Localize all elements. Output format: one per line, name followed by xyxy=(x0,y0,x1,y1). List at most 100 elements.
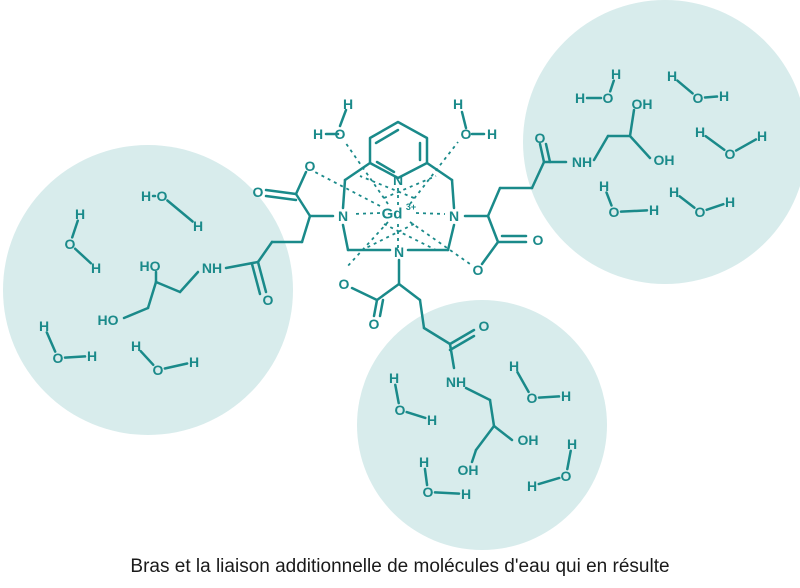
water-hydrogen-label: H xyxy=(649,202,659,218)
carboxylate-o-bottom-2: O xyxy=(369,316,380,332)
water-hydrogen-label: H xyxy=(509,358,519,374)
water-oxygen-label: O xyxy=(423,484,434,500)
water-oxygen-label: O xyxy=(695,204,706,220)
water-hydrogen-label: H xyxy=(669,184,679,200)
water-bond xyxy=(405,410,427,420)
amide-nh-left: NH xyxy=(202,260,222,276)
water-hydrogen-label: H xyxy=(87,348,97,364)
water-hydrogen-label: H xyxy=(91,260,101,276)
amide-nh-bottom: NH xyxy=(446,374,466,390)
nitrogen-label-left: N xyxy=(338,208,348,224)
water-bond xyxy=(676,79,694,95)
water-bond xyxy=(678,195,696,209)
amide-nh-right: NH xyxy=(572,154,592,170)
nitrogen-label-pyridine: N xyxy=(393,172,403,188)
water-molecule: HOH xyxy=(669,184,735,220)
nitrogen-label-right: N xyxy=(449,208,459,224)
water-hydrogen-label: H xyxy=(611,66,621,82)
carboxylate-o-right-2: O xyxy=(473,262,484,278)
hydroxyl-right-1: OH xyxy=(632,96,653,112)
water-bond xyxy=(423,467,429,487)
water-molecule: HOH xyxy=(65,206,102,276)
gadolinium-charge: 3+ xyxy=(406,202,416,212)
water-hydrogen-label: H xyxy=(193,218,203,234)
water-oxygen-label: O xyxy=(53,350,64,366)
water-oxygen-label: O xyxy=(395,402,406,418)
chemical-structure-diagram: Gd 3+ N N N N H H O H O H O O O O O O O … xyxy=(3,0,800,550)
coordination-bonds xyxy=(314,141,471,269)
water-hydrogen-label: H xyxy=(419,454,429,470)
hydration-sphere-right xyxy=(523,0,800,284)
water-hydrogen-label: H xyxy=(575,90,585,106)
water-bond xyxy=(166,199,194,223)
carboxylate-o-left-1: O xyxy=(305,158,316,174)
coordinated-water-left-h: H xyxy=(313,126,323,142)
water-hydrogen-label: H xyxy=(667,68,677,84)
carboxylate-o-bottom-1: O xyxy=(339,276,350,292)
hydroxyl-bottom-2: OH xyxy=(458,462,479,478)
water-oxygen-label: O xyxy=(153,362,164,378)
water-molecule: HOH xyxy=(389,370,437,428)
water-hydrogen-label: H xyxy=(75,206,85,222)
hydroxyl-bottom-1: OH xyxy=(518,432,539,448)
hydration-sphere-bottom xyxy=(357,300,607,550)
water-bond xyxy=(139,349,155,367)
water-bond xyxy=(704,134,726,152)
carboxylate-o-left-2: O xyxy=(253,184,264,200)
water-oxygen-label: O xyxy=(561,468,572,484)
water-hydrogen-label: H xyxy=(39,318,49,334)
water-bond xyxy=(70,219,80,239)
water-hydrogen-label: H xyxy=(599,178,609,194)
water-bond xyxy=(433,491,461,495)
hydroxyl-right-2: OH xyxy=(654,152,675,168)
water-bond xyxy=(73,247,93,265)
water-bond xyxy=(566,449,572,471)
water-molecule: HOH xyxy=(527,436,577,494)
water-bond xyxy=(605,191,613,207)
gadolinium-label: Gd xyxy=(382,206,403,223)
carboxylate-o-right-1: O xyxy=(533,232,544,248)
water-bond xyxy=(394,383,400,405)
coordinated-water-right-o: O xyxy=(461,126,472,142)
amide-o-bottom: O xyxy=(479,318,490,334)
water-bond xyxy=(705,202,725,212)
bond xyxy=(343,161,372,182)
water-hydrogen-label: H xyxy=(141,188,151,204)
coordinated-water-right-h-top: H xyxy=(453,96,463,112)
water-hydrogen-label: H xyxy=(561,388,571,404)
water-hydrogen-label: H xyxy=(725,194,735,210)
water-hydrogen-label: H xyxy=(461,486,471,502)
water-bond xyxy=(516,370,530,394)
water-bond xyxy=(537,476,561,486)
water-bond xyxy=(734,138,758,152)
hydroxyl-left-2: HO xyxy=(98,312,119,328)
water-bond xyxy=(63,355,87,359)
water-hydrogen-label: H xyxy=(131,338,141,354)
water-bond xyxy=(608,79,616,93)
water-bond xyxy=(537,395,561,399)
water-bond xyxy=(703,95,719,99)
water-hydrogen-label: H xyxy=(389,370,399,386)
water-bond xyxy=(163,362,189,370)
water-oxygen-label: O xyxy=(725,146,736,162)
water-hydrogen-label: H xyxy=(719,88,729,104)
water-bond xyxy=(45,331,57,353)
water-oxygen-label: O xyxy=(603,90,614,106)
coordinated-water-left-o: O xyxy=(335,126,346,142)
water-oxygen-label: O xyxy=(527,390,538,406)
coordinated-water-right-h: H xyxy=(487,126,497,142)
water-hydrogen-label: H xyxy=(527,478,537,494)
water-oxygen-label: O xyxy=(693,90,704,106)
figure-caption: Bras et la liaison additionnelle de molé… xyxy=(130,556,670,577)
water-bond xyxy=(619,209,649,213)
amide-o-right: O xyxy=(535,130,546,146)
amide-o-left: O xyxy=(263,292,274,308)
water-molecule: HOH xyxy=(575,66,621,106)
water-oxygen-label: O xyxy=(65,236,76,252)
